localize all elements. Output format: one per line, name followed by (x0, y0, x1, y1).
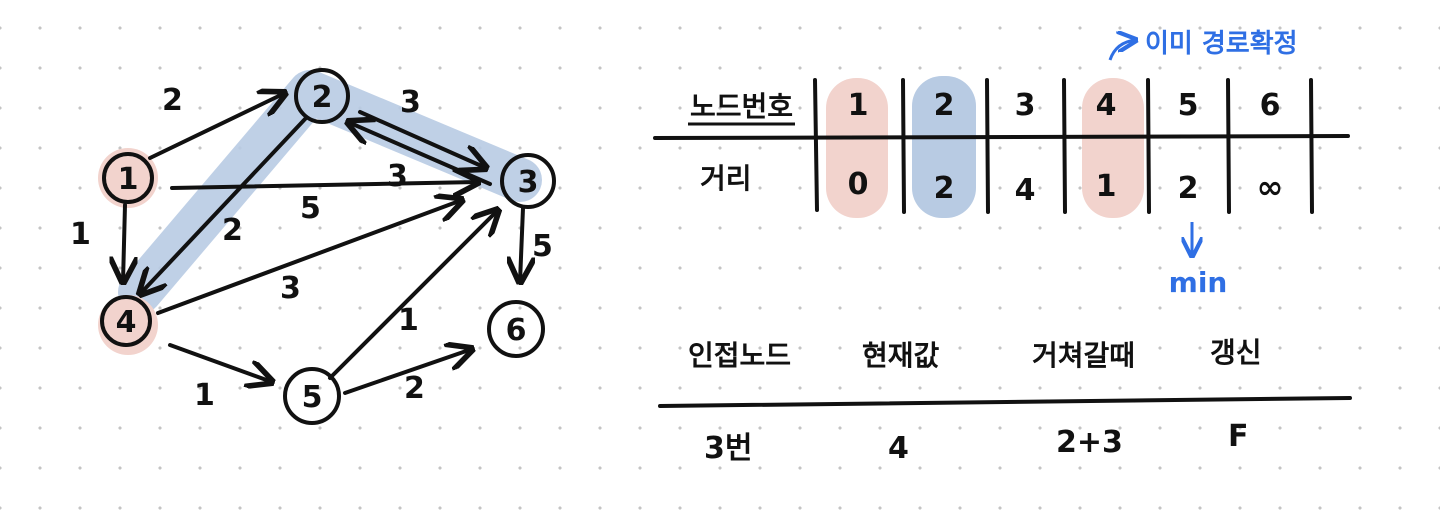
node-number-2: 2 (934, 88, 955, 123)
edge-4-3 (156, 200, 462, 315)
distance-table-grid (653, 78, 1350, 214)
distance-table: 노드번호 거리 1 2 3 4 5 6 0 2 4 1 2 ∞ (688, 88, 1283, 208)
node-4-label: 4 (116, 305, 137, 340)
edge-5-3 (328, 210, 498, 380)
edge-1-3 (170, 182, 478, 188)
row-label: 거리 (700, 162, 752, 195)
weight-3-2: 3 (387, 159, 408, 194)
col-1-highlight (826, 78, 888, 218)
node-1: 1 (102, 152, 154, 204)
col-divider-4 (1146, 78, 1151, 214)
weight-5-6: 2 (404, 371, 425, 406)
weight-1-3: 5 (300, 191, 321, 226)
update-header-0: 인접노드 (688, 339, 791, 372)
distance-5: 2 (1178, 171, 1199, 206)
node-number-3: 3 (1015, 88, 1036, 123)
header-label: 노드번호 (690, 90, 793, 123)
distance-table-highlights (826, 76, 1144, 218)
col-divider-6 (1309, 78, 1314, 214)
edge-2-4 (140, 116, 308, 294)
col-4-highlight (1082, 78, 1144, 218)
node-number-1: 1 (848, 88, 869, 123)
node-1-label: 1 (118, 162, 139, 197)
node-3: 3 (500, 153, 556, 209)
node-6-label: 6 (506, 313, 527, 348)
edge-4-5 (168, 343, 272, 382)
update-header-1: 현재값 (862, 339, 940, 372)
distance-6: ∞ (1257, 168, 1284, 206)
weight-1-2: 2 (162, 83, 183, 118)
update-header-2: 거쳐갈때 (1032, 339, 1135, 372)
update-table: 인접노드 현재값 거쳐갈때 갱신 3번 4 2+3 F (658, 336, 1352, 466)
col-divider-2 (985, 78, 990, 214)
distance-1: 0 (848, 167, 869, 202)
min-note: min (1169, 266, 1228, 299)
weight-1-4: 1 (70, 217, 91, 252)
weight-2-4: 2 (222, 213, 243, 248)
node-5-label: 5 (302, 380, 323, 415)
distance-2: 2 (934, 171, 955, 206)
col-divider-3 (1062, 78, 1067, 214)
node-2-label: 2 (312, 80, 333, 115)
weight-3-6: 5 (532, 229, 553, 264)
confirmed-note: 이미 경로확정 (1145, 29, 1298, 59)
edge-weights: 2 5 1 3 3 2 3 1 1 2 5 (70, 83, 553, 413)
weight-2-3: 3 (400, 85, 421, 120)
update-table-rule (658, 396, 1352, 408)
update-header-3: 갱신 (1210, 336, 1262, 369)
update-cell-3: F (1228, 419, 1249, 454)
col-divider-1 (901, 78, 906, 214)
distance-table-rule (653, 134, 1350, 140)
node-number-5: 5 (1178, 88, 1199, 123)
edge-1-4 (123, 203, 125, 282)
graph-edges (123, 93, 523, 395)
update-cell-2: 2+3 (1056, 425, 1123, 460)
col-2-highlight (912, 76, 976, 218)
edge-2-3 (358, 110, 486, 168)
node-number-4: 4 (1096, 88, 1117, 123)
distance-3: 4 (1015, 173, 1036, 208)
edge-1-2 (148, 93, 285, 160)
node-6: 6 (487, 300, 545, 358)
col-divider-0 (813, 78, 819, 212)
weight-4-5: 1 (194, 378, 215, 413)
annotations: 이미 경로확정 min (1108, 29, 1298, 299)
update-cell-1: 4 (888, 431, 909, 466)
confirmed-arrow-icon (1108, 40, 1136, 61)
edge-3-2 (348, 122, 492, 186)
node-2: 2 (294, 68, 350, 124)
node-number-6: 6 (1260, 88, 1281, 123)
graph-nodes: 1 2 3 4 5 6 (100, 68, 556, 425)
edge-3-6 (520, 206, 523, 282)
node-1-highlight (98, 148, 158, 208)
node-5: 5 (283, 367, 341, 425)
node-3-label: 3 (518, 165, 539, 200)
node-4: 4 (100, 295, 152, 347)
col-divider-5 (1226, 78, 1231, 214)
weight-5-3: 1 (398, 303, 419, 338)
weight-4-3: 3 (280, 271, 301, 306)
update-cell-0: 3번 (704, 431, 752, 466)
edge-5-6 (343, 349, 472, 395)
distance-4: 1 (1096, 169, 1117, 204)
